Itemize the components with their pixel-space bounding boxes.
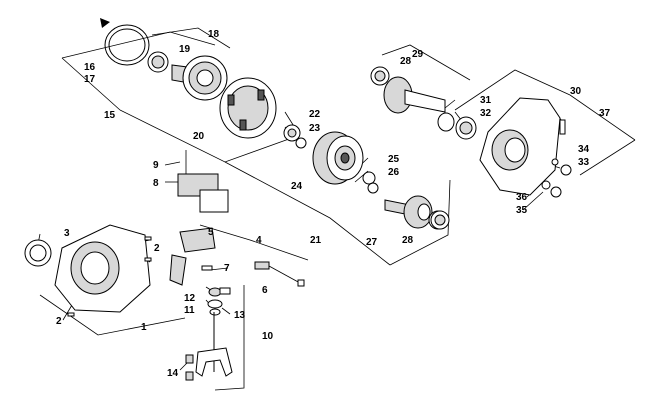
seal-3 bbox=[24, 239, 52, 267]
washers-25-26 bbox=[362, 171, 379, 194]
callout-28b: 28 bbox=[402, 235, 414, 246]
callout-8: 8 bbox=[153, 178, 159, 189]
callout-11: 11 bbox=[184, 305, 195, 316]
callout-7: 7 bbox=[224, 263, 230, 274]
callout-2b: 2 bbox=[56, 316, 62, 327]
callout-30: 30 bbox=[570, 86, 582, 97]
callout-31: 31 bbox=[480, 95, 492, 106]
shift-actuator-8-9 bbox=[177, 150, 229, 213]
fasteners-33-37 bbox=[541, 119, 572, 198]
bearing-28-upper bbox=[370, 66, 390, 86]
callout-18: 18 bbox=[208, 29, 220, 40]
callout-26: 26 bbox=[388, 167, 400, 178]
gear-hub-24 bbox=[312, 131, 364, 185]
callout-labels: 1 2 2 3 4 5 6 7 8 9 10 11 12 13 14 15 16… bbox=[56, 29, 611, 379]
dowel-pins-2 bbox=[67, 236, 152, 317]
callout-9: 9 bbox=[153, 160, 159, 171]
callout-14: 14 bbox=[167, 368, 179, 379]
bracket-5 bbox=[169, 227, 216, 286]
callout-3: 3 bbox=[64, 228, 70, 239]
callout-10: 10 bbox=[262, 331, 274, 342]
input-gear-29 bbox=[383, 76, 446, 114]
callout-37: 37 bbox=[599, 108, 611, 119]
callout-28a: 28 bbox=[400, 56, 412, 67]
callout-22: 22 bbox=[309, 109, 321, 120]
callout-19: 19 bbox=[179, 44, 191, 55]
callout-35: 35 bbox=[516, 205, 528, 216]
bearing-22-23 bbox=[283, 124, 307, 149]
callout-2a: 2 bbox=[154, 243, 160, 254]
leader-lines bbox=[37, 27, 636, 391]
rotation-arrow-icon bbox=[100, 18, 110, 28]
callout-36: 36 bbox=[516, 192, 528, 203]
callout-34: 34 bbox=[578, 144, 590, 155]
callout-6: 6 bbox=[262, 285, 268, 296]
gearcase-housing-1 bbox=[54, 224, 151, 313]
callout-16: 16 bbox=[84, 62, 96, 73]
callout-4: 4 bbox=[256, 235, 262, 246]
clutch-housing-20 bbox=[219, 77, 277, 139]
bearing-28-lower bbox=[430, 210, 450, 230]
callout-13: 13 bbox=[234, 310, 246, 321]
shift-parts-11-13 bbox=[207, 287, 231, 316]
callout-32: 32 bbox=[480, 108, 492, 119]
bearing-19 bbox=[147, 51, 169, 73]
callout-12: 12 bbox=[184, 293, 196, 304]
callout-29: 29 bbox=[412, 49, 424, 60]
callout-1: 1 bbox=[141, 322, 147, 333]
callout-33: 33 bbox=[578, 157, 590, 168]
callout-21: 21 bbox=[310, 235, 322, 246]
callout-20: 20 bbox=[193, 131, 205, 142]
callout-25: 25 bbox=[388, 154, 400, 165]
seal-31-32 bbox=[437, 112, 477, 140]
sensor-6 bbox=[254, 261, 305, 287]
callout-24: 24 bbox=[291, 181, 303, 192]
callout-27: 27 bbox=[366, 237, 378, 248]
shift-fork-10 bbox=[195, 312, 233, 377]
clutch-drum-18 bbox=[171, 55, 228, 101]
callout-15: 15 bbox=[104, 110, 116, 121]
callout-23: 23 bbox=[309, 123, 321, 134]
callout-17: 17 bbox=[84, 74, 96, 85]
callout-5: 5 bbox=[208, 227, 214, 238]
screw-7 bbox=[201, 265, 213, 271]
snap-ring-16-17 bbox=[100, 18, 150, 66]
gearcase-cover-30 bbox=[479, 97, 561, 196]
fork-pads-14 bbox=[185, 354, 194, 381]
